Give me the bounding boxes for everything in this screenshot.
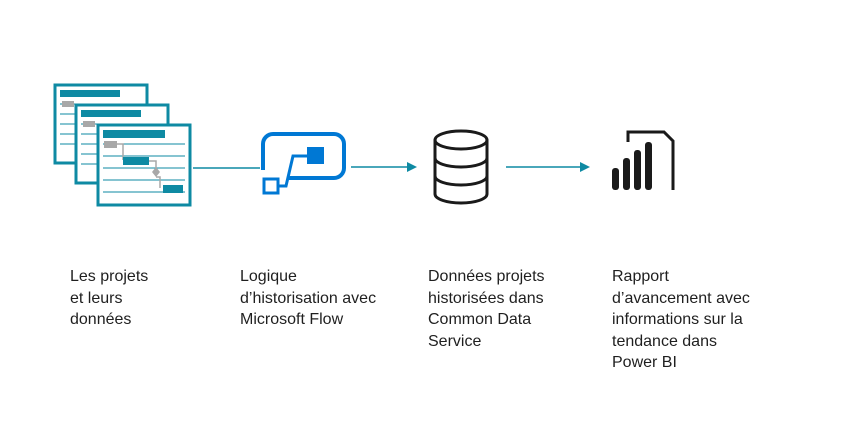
connector-line-1 bbox=[193, 160, 263, 170]
arrow-database-to-powerbi bbox=[506, 160, 592, 172]
arrow-flow-to-database bbox=[351, 160, 419, 172]
microsoft-flow-icon bbox=[258, 130, 350, 198]
power-bi-icon bbox=[606, 128, 678, 196]
gantt-projects-icon bbox=[52, 82, 202, 212]
step-2-label: Logique d’historisation avec Microsoft F… bbox=[240, 268, 377, 328]
step-3-label: Données projets historisées dans Common … bbox=[428, 268, 545, 350]
step-1-label: Les projets et leurs données bbox=[70, 268, 149, 328]
database-icon bbox=[428, 128, 494, 208]
step-4-label: Rapport d’avancement avec informations s… bbox=[612, 268, 750, 371]
